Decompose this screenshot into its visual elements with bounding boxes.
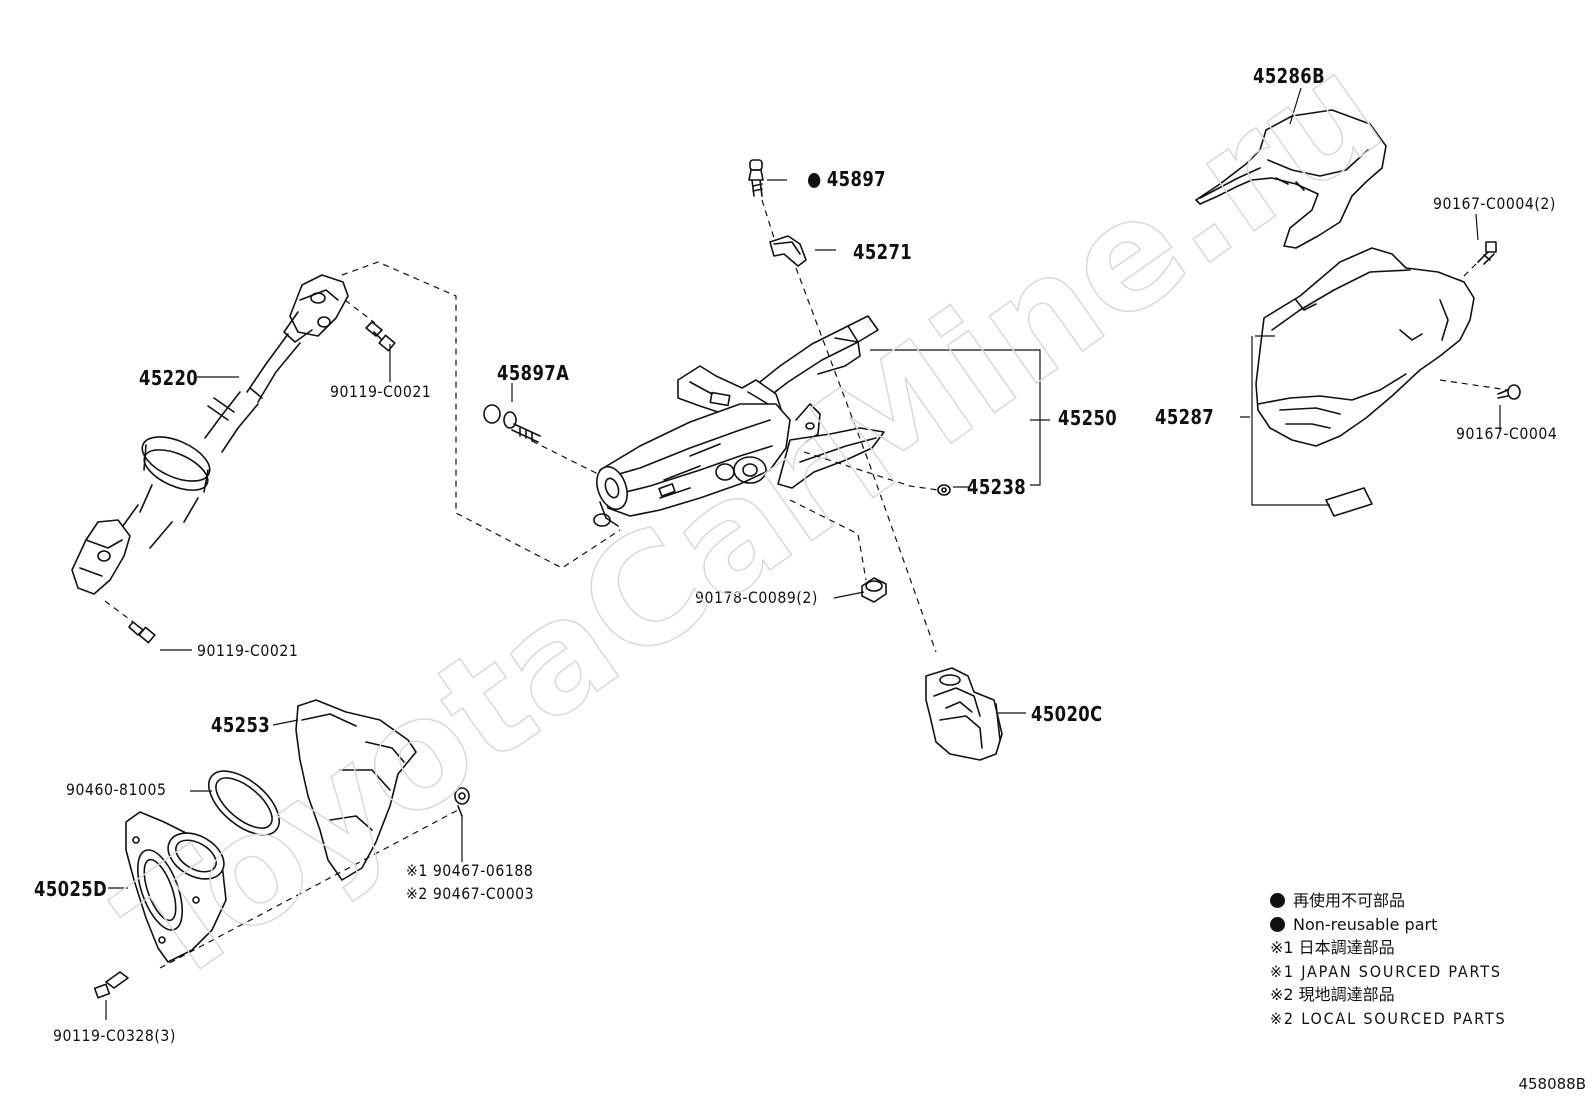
legend-text: ※1 JAPAN SOURCED PARTS (1270, 961, 1502, 981)
seal-ring-90460-81005 (208, 770, 280, 836)
label-45253: 45253 (211, 713, 271, 737)
legend-text: ※2 LOCAL SOURCED PARTS (1270, 1008, 1507, 1028)
legend-text: Non-reusable part (1293, 914, 1438, 934)
figure-id: 458088B (1518, 1075, 1586, 1093)
legend-local-sourced-jp: ※2 現地調達部品 (1270, 983, 1533, 1007)
legend-non-reusable-en: Non-reusable part (1270, 913, 1533, 937)
label-90119-C0328-3: 90119-C0328(3) (53, 1026, 176, 1045)
nut-45238 (937, 484, 951, 496)
label-45220: 45220 (139, 366, 199, 390)
bolt-90167-C0004 (1497, 384, 1521, 400)
boot-45025D (125, 811, 227, 963)
legend-japan-sourced-jp: ※1 日本調達部品 (1270, 936, 1533, 960)
upper-cover-45286B (1195, 109, 1387, 249)
non-reusable-dot-icon (1270, 916, 1285, 932)
label-90167-C0004: 90167-C0004 (1456, 424, 1558, 443)
label-45025D: 45025D (34, 877, 108, 901)
nut-90178-C0089 (861, 577, 887, 603)
intermediate-shaft-drawing (71, 274, 349, 595)
bolt-90167-C0004-2 (1477, 241, 1497, 265)
label-90467-C0003: ※2 90467-C0003 (406, 884, 535, 903)
label-45287: 45287 (1155, 405, 1215, 429)
legend-text: ※1 日本調達部品 (1270, 938, 1395, 957)
bolt-90119-C0021-top (365, 321, 396, 352)
legend-non-reusable-jp: 再使用不可部品 (1270, 889, 1533, 913)
cover-45253 (295, 699, 417, 881)
legend-text: 再使用不可部品 (1293, 891, 1406, 910)
label-45897: 45897 (808, 169, 886, 189)
legend: 再使用不可部品 Non-reusable part ※1 日本調達部品 ※1 J… (1270, 889, 1533, 1030)
clip-45271 (769, 235, 807, 267)
label-90119-C0021-top: 90119-C0021 (330, 382, 432, 401)
label-45250: 45250 (1058, 406, 1118, 430)
label-90460-81005: 90460-81005 (66, 780, 167, 799)
bolt-90119-C0021-bottom (128, 621, 156, 644)
clip-90467 (454, 787, 470, 817)
bolt-45897 (748, 159, 764, 197)
non-reusable-dot-icon (1270, 893, 1285, 908)
lock-housing-45020C (925, 667, 1003, 761)
steering-column-drawing (593, 315, 885, 527)
non-reusable-dot-icon (808, 173, 821, 188)
label-90467-06188: ※1 90467-06188 (406, 861, 534, 880)
label-90178-C0089-2: 90178-C0089(2) (695, 588, 818, 607)
label-45271: 45271 (853, 240, 913, 264)
label-90119-C0021-bottom: 90119-C0021 (197, 641, 299, 660)
lower-cover-45287 (1255, 247, 1475, 447)
label-45897-text: 45897 (826, 167, 886, 191)
bolt-90119-C0328 (93, 971, 129, 999)
legend-japan-sourced-en: ※1 JAPAN SOURCED PARTS (1270, 960, 1533, 984)
label-45020C: 45020C (1031, 702, 1103, 726)
legend-local-sourced-en: ※2 LOCAL SOURCED PARTS (1270, 1007, 1533, 1031)
label-45897A: 45897A (497, 361, 570, 385)
label-tape (1325, 487, 1373, 517)
label-90167-C0004-2: 90167-C0004(2) (1433, 194, 1556, 213)
label-45238: 45238 (967, 475, 1027, 499)
legend-text: ※2 現地調達部品 (1270, 985, 1395, 1004)
bolt-45897A (483, 404, 541, 443)
label-45286B: 45286B (1253, 64, 1326, 88)
